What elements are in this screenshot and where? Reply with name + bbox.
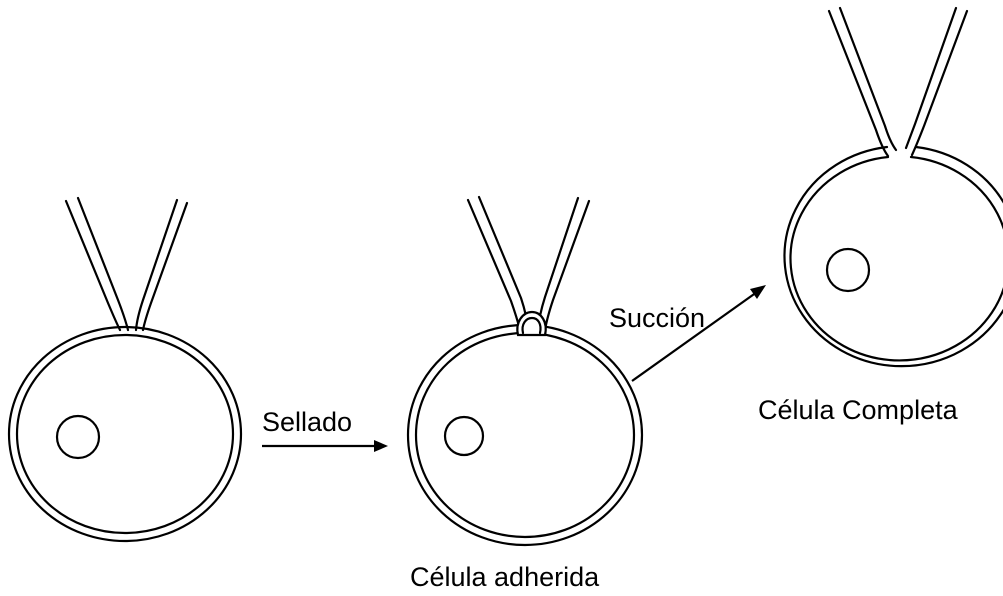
cell-initial [9, 327, 241, 541]
arrow-sealing [262, 440, 388, 452]
nucleus-attached [445, 417, 483, 455]
nucleus-whole-cell [827, 249, 869, 291]
arrow-suction [632, 285, 766, 381]
pipette-initial [66, 198, 187, 330]
pipette-whole-cell [829, 8, 967, 156]
stage-whole-cell [785, 8, 1003, 366]
label-sealing: Sellado [262, 407, 352, 437]
cell-attached [408, 325, 642, 545]
label-whole-cell: Célula Completa [758, 395, 959, 425]
stage-attached-cell [408, 197, 642, 545]
stage-initial-cell [9, 198, 241, 541]
cell-whole [785, 147, 1003, 366]
label-suction: Succión [609, 303, 705, 333]
nucleus-initial [57, 416, 99, 458]
pipette-attached [468, 197, 589, 330]
membrane-bleb [517, 312, 545, 335]
label-attached-cell: Célula adherida [410, 562, 600, 592]
